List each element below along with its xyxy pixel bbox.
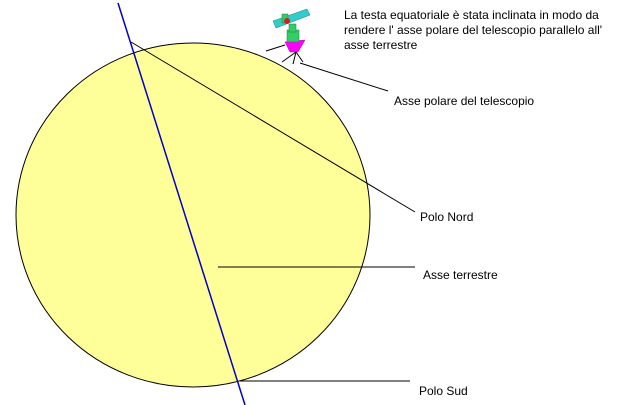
north-pole-label: Polo Nord: [420, 210, 474, 224]
earth-axis-line: [117, 2, 246, 405]
north-pole-leader: [130, 41, 416, 213]
caption-line: La testa equatoriale è stata inclinata i…: [344, 8, 599, 22]
earth-globe: [15, 42, 371, 388]
caption-text: La testa equatoriale è stata inclinata i…: [344, 8, 602, 53]
caption-line: rendere l' asse polare del telescopio pa…: [344, 23, 603, 37]
telescope-icon: [265, 8, 311, 65]
south-pole-label: Polo Sud: [419, 384, 468, 398]
telescope-polar-axis-leader: [299, 62, 389, 92]
telescope-polar-axis-label: Asse polare del telescopio: [394, 94, 535, 108]
caption-line: asse terrestre: [344, 38, 418, 52]
earth-axis-label: Asse terrestre: [423, 268, 498, 282]
